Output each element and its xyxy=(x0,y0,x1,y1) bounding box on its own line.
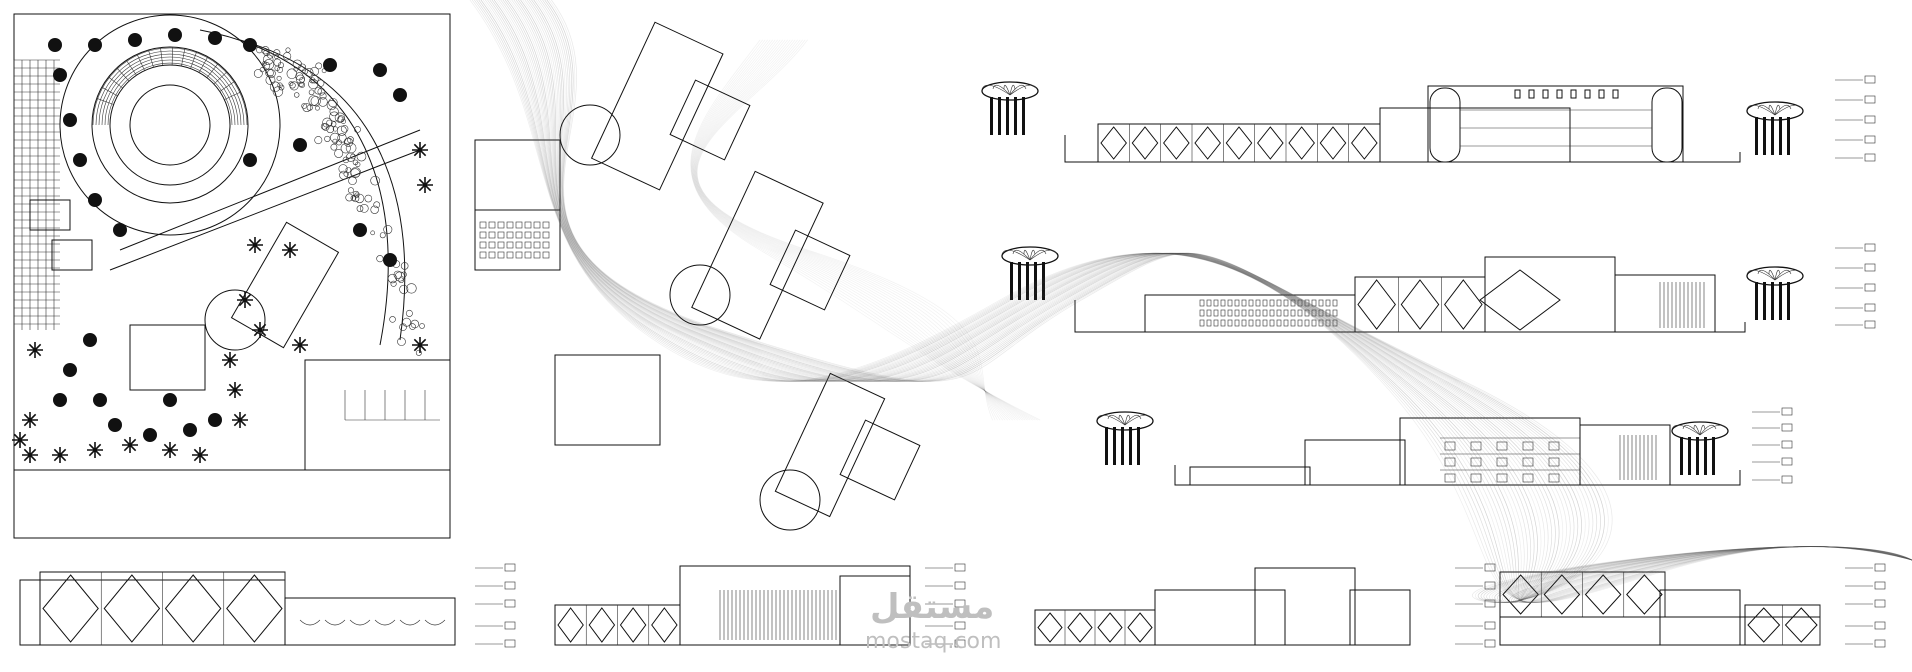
section-c xyxy=(1096,407,1793,486)
palm-trees xyxy=(12,142,433,463)
elevations xyxy=(19,75,1886,648)
watermark-arabic: مستقل xyxy=(870,587,994,627)
elevation-f xyxy=(1034,563,1496,648)
watermark-latin: mostaq.com xyxy=(865,629,1001,654)
elevation-g xyxy=(1499,563,1886,648)
elevation-a xyxy=(981,75,1876,163)
amphitheatre xyxy=(59,14,281,236)
floor-plan-3 xyxy=(759,372,921,531)
elevation-d xyxy=(19,563,516,648)
elevation-e xyxy=(554,563,966,648)
elevation-b xyxy=(1001,243,1876,333)
watermark: مستقل mostaq.com xyxy=(865,587,1001,654)
floor-plan-2 xyxy=(554,170,851,446)
paving-grid xyxy=(13,59,60,330)
smoke-ribbon xyxy=(469,0,1912,603)
trees xyxy=(48,28,407,442)
floor-plan-1 xyxy=(474,21,751,271)
site-plan xyxy=(12,13,451,539)
